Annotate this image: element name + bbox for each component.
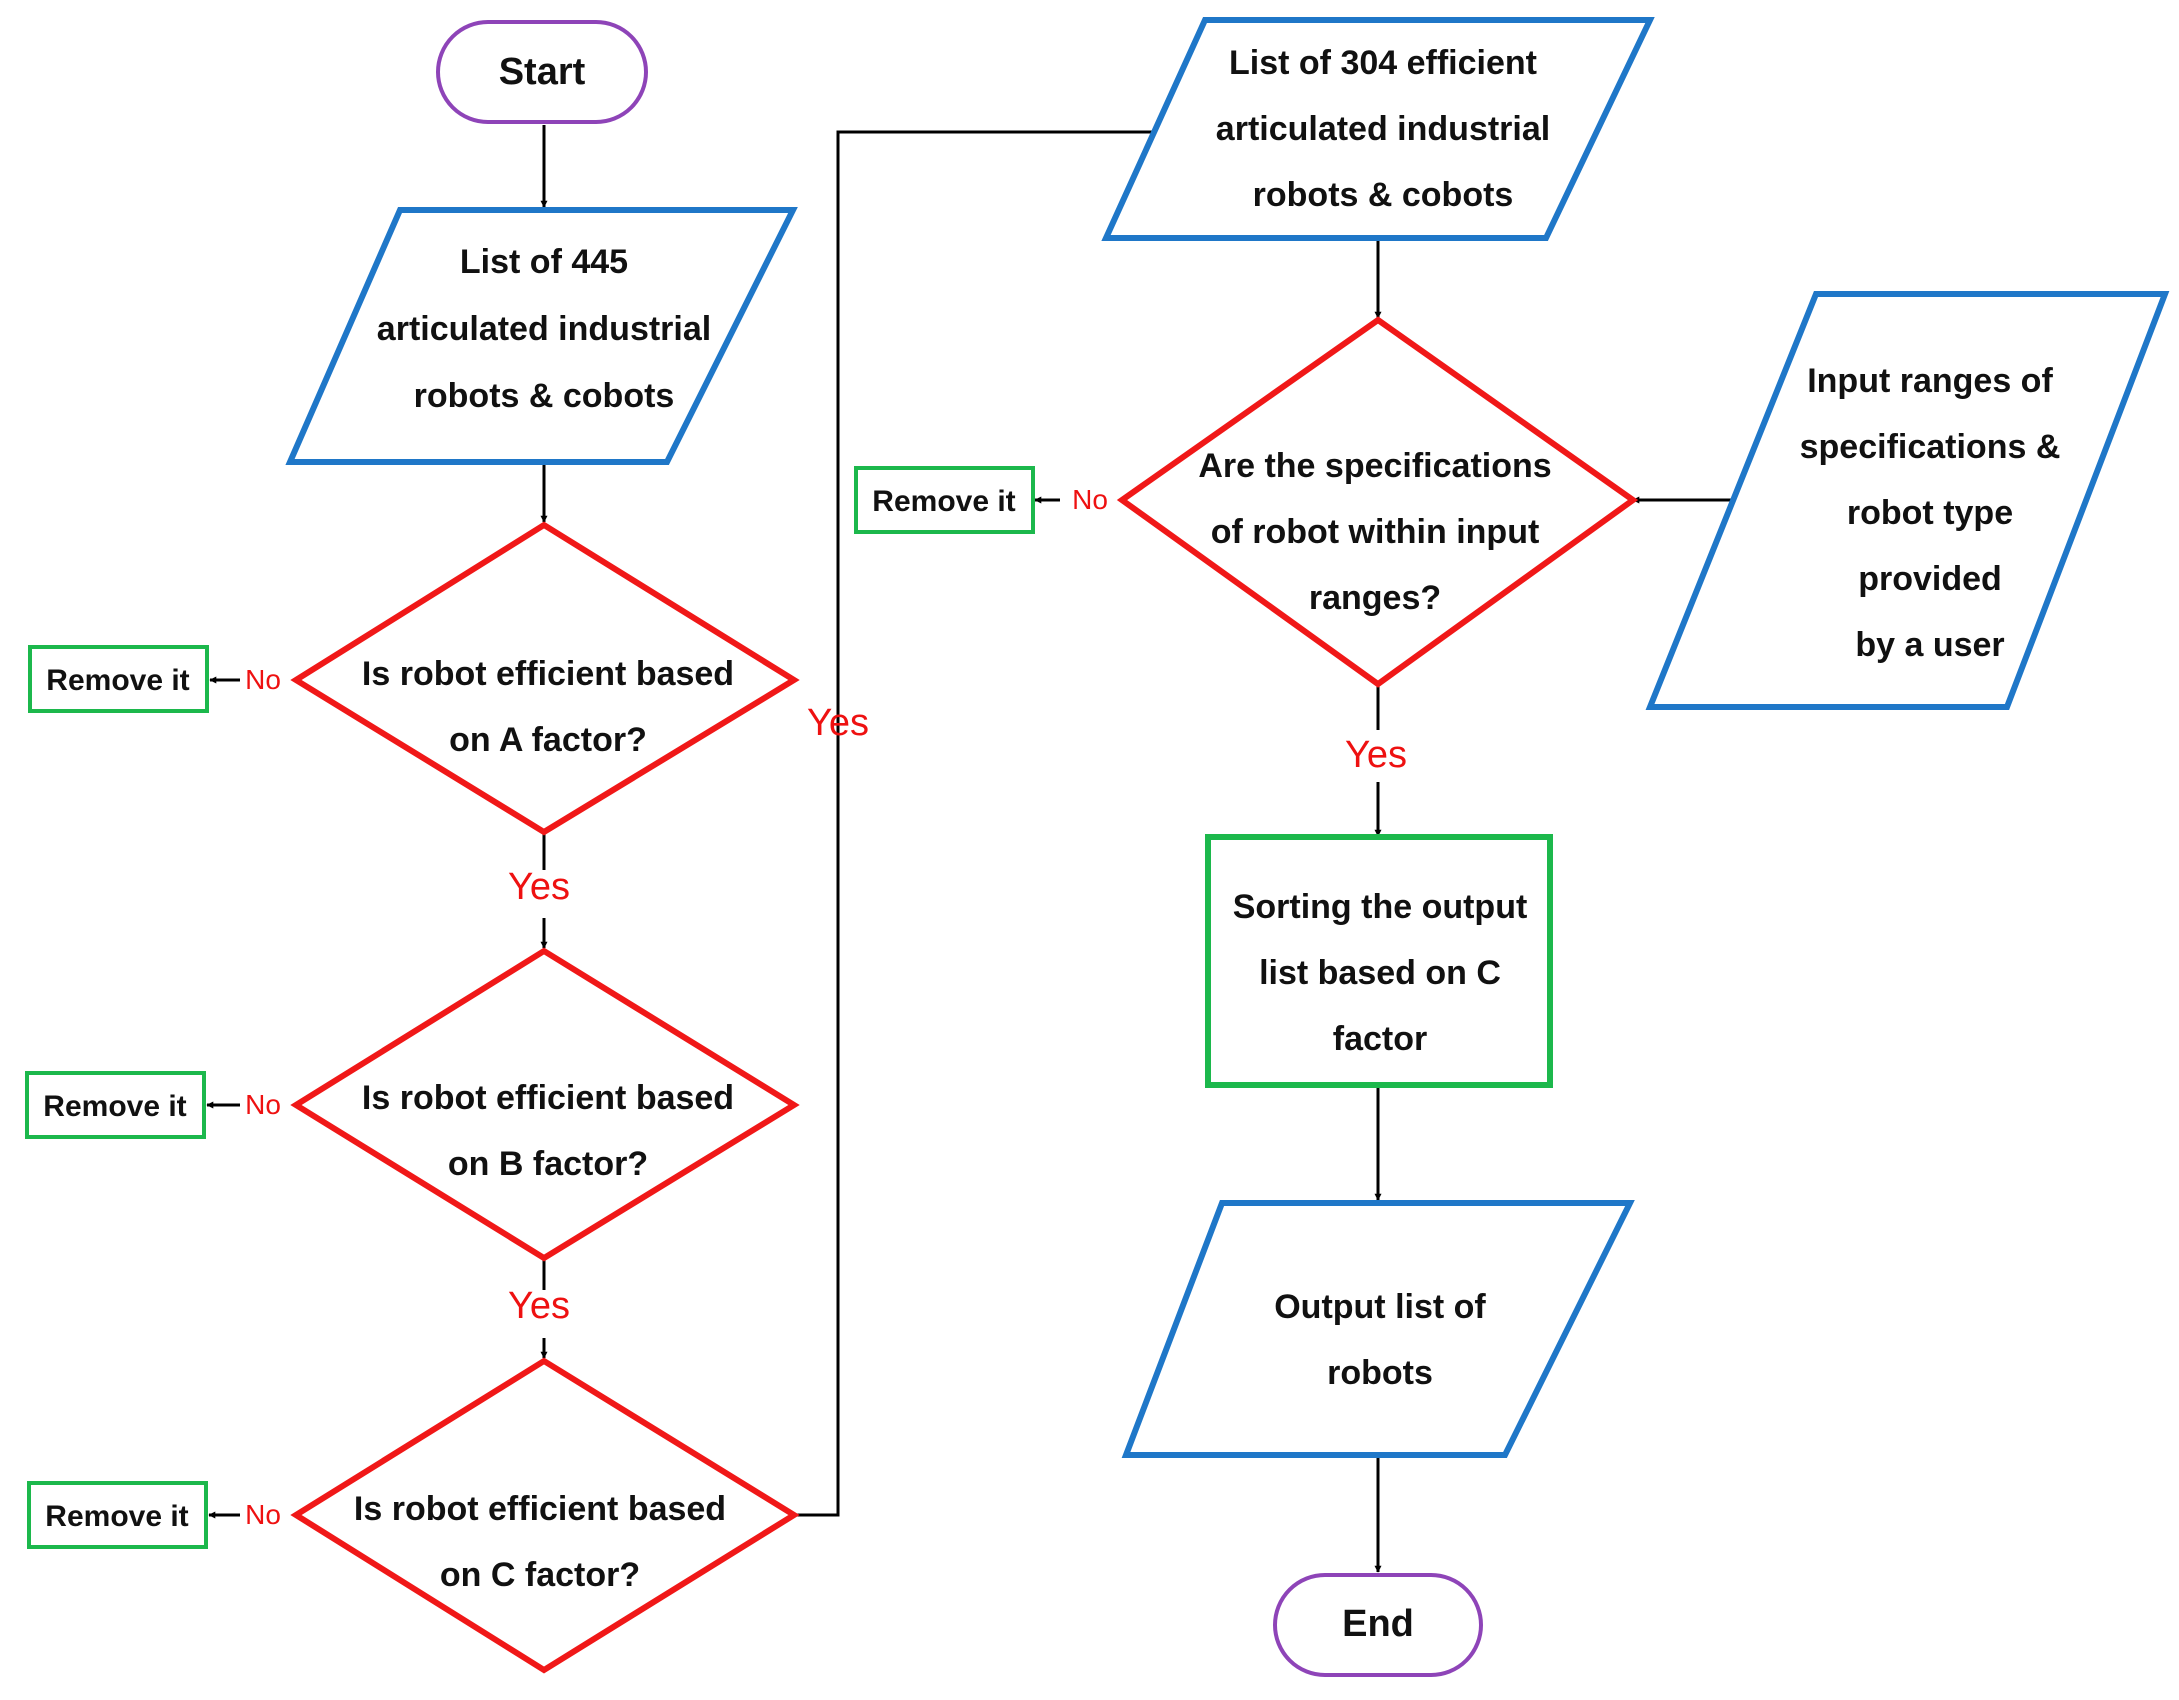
sorting-line-3: factor <box>1333 1020 1427 1058</box>
decision-c: Is robot efficient based on C factor? <box>290 1357 800 1674</box>
list304-line-3: robots & cobots <box>1253 176 1514 214</box>
sorting-process: Sorting the output list based on C facto… <box>1205 834 1553 1088</box>
no-label-b: No <box>245 1089 281 1120</box>
sorting-line-1: Sorting the output <box>1233 888 1528 926</box>
remove-spec-box: Remove it <box>854 466 1035 534</box>
decision-spec-line-1: Are the specifications <box>1198 447 1551 485</box>
no-label-a: No <box>245 664 281 695</box>
decision-b-line-2: on B factor? <box>448 1145 648 1183</box>
end-terminal: End <box>1273 1573 1483 1677</box>
decision-spec-line-2: of robot within input <box>1211 513 1540 551</box>
list445-line-2: articulated industrial <box>377 310 711 348</box>
remove-c-box: Remove it <box>27 1481 208 1549</box>
list304-input: List of 304 efficient articulated indust… <box>1101 17 1655 241</box>
list445-line-3: robots & cobots <box>414 377 675 415</box>
decision-c-line-2: on C factor? <box>440 1556 640 1594</box>
list445-input: List of 445 articulated industrial robot… <box>285 207 798 465</box>
end-label: End <box>1342 1603 1414 1645</box>
edge-decC-yes-to-list304 <box>794 128 1161 1517</box>
edge-labels: Yes Yes Yes Yes No No No No <box>245 484 1407 1530</box>
input-ranges-input: Input ranges of specifications & robot t… <box>1645 291 2170 710</box>
decision-a-line-1: Is robot efficient based <box>362 655 734 693</box>
input-ranges-line-2: specifications & <box>1800 428 2061 466</box>
yes-label-c: Yes <box>807 702 869 744</box>
list304-line-1: List of 304 efficient <box>1229 44 1537 82</box>
decision-spec: Are the specifications of robot within i… <box>1116 316 1639 688</box>
input-ranges-line-1: Input ranges of <box>1807 362 2053 400</box>
input-ranges-line-3: robot type <box>1847 494 2013 532</box>
remove-spec-label: Remove it <box>872 485 1015 518</box>
sorting-line-2: list based on C <box>1259 954 1501 992</box>
list304-line-2: articulated industrial <box>1216 110 1550 148</box>
decision-b-line-1: Is robot efficient based <box>362 1079 734 1117</box>
no-label-spec: No <box>1072 484 1108 515</box>
output-list-output: Output list of robots <box>1121 1200 1635 1458</box>
yes-label-spec: Yes <box>1345 734 1407 776</box>
start-terminal: Start <box>436 20 648 124</box>
remove-a-label: Remove it <box>46 664 189 697</box>
decision-c-line-1: Is robot efficient based <box>354 1490 726 1528</box>
input-ranges-line-4: provided <box>1858 560 2002 598</box>
remove-c-label: Remove it <box>45 1500 188 1533</box>
no-label-c: No <box>245 1499 281 1530</box>
list445-line-1: List of 445 <box>460 243 628 281</box>
output-list-line-1: Output list of <box>1274 1288 1486 1326</box>
remove-b-box: Remove it <box>25 1071 206 1139</box>
yes-label-a: Yes <box>508 866 570 908</box>
connectors <box>206 125 1737 1573</box>
decision-b: Is robot efficient based on B factor? <box>290 947 800 1262</box>
decision-a-line-2: on A factor? <box>449 721 647 759</box>
input-ranges-line-5: by a user <box>1855 626 2004 664</box>
decision-spec-line-3: ranges? <box>1309 579 1441 617</box>
remove-a-box: Remove it <box>28 645 209 713</box>
decision-a: Is robot efficient based on A factor? <box>290 521 800 836</box>
yes-label-b: Yes <box>508 1285 570 1327</box>
output-list-line-2: robots <box>1327 1354 1433 1392</box>
start-label: Start <box>499 51 586 93</box>
remove-b-label: Remove it <box>43 1090 186 1123</box>
